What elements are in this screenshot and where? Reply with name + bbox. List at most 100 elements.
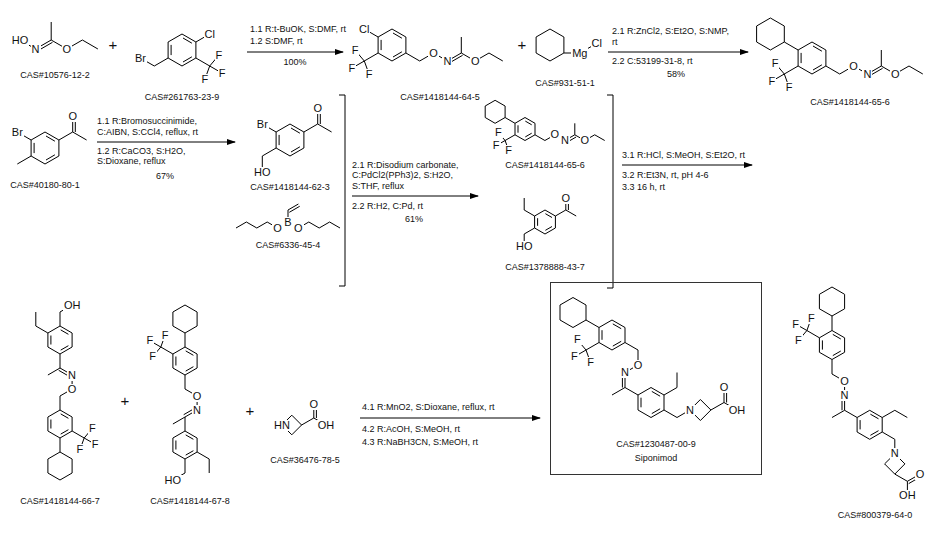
atom-label: OH <box>898 490 917 501</box>
bond-line <box>801 53 802 63</box>
bond-line <box>276 148 290 156</box>
bond-line <box>573 320 586 328</box>
bond-line <box>832 316 833 331</box>
atom-label: OH <box>317 420 336 431</box>
bond-line <box>832 360 833 375</box>
bond-line <box>262 148 276 156</box>
cas-number: CAS#6336-45-4 <box>256 240 321 250</box>
bond-line <box>48 347 60 354</box>
atom-label: OH <box>728 405 747 416</box>
bond-line <box>860 420 861 429</box>
reaction-condition: 1.2 R:CaCO3, S:H2O, S:Dioxane, reflux <box>97 146 232 167</box>
atom-label: Br <box>134 53 147 64</box>
bond-line <box>784 42 798 50</box>
bond-line <box>72 431 84 438</box>
bond-line <box>405 37 406 53</box>
bond-line <box>60 347 72 354</box>
bond-line <box>154 58 168 66</box>
bond-line <box>518 125 519 132</box>
bond-line <box>819 352 832 359</box>
bond-line <box>48 473 60 480</box>
atom-label: F <box>785 82 794 93</box>
bond-line <box>882 432 895 439</box>
bond-line <box>60 431 72 438</box>
bond-line <box>485 106 486 118</box>
bond-line <box>61 346 69 350</box>
bond-line <box>798 66 812 74</box>
bond-line <box>525 118 535 124</box>
bond-line <box>525 121 531 125</box>
bond-line <box>826 66 840 74</box>
atom-label: O <box>890 69 901 80</box>
bond-line <box>48 410 60 417</box>
bond-line <box>173 417 185 424</box>
atom-label: O <box>580 135 591 146</box>
bond-line <box>73 132 87 140</box>
bond-line <box>485 100 495 106</box>
bond-line <box>173 347 185 354</box>
atom-label: O <box>561 193 572 204</box>
yield-value: 61% <box>405 214 423 224</box>
bond-line <box>82 40 98 49</box>
reaction-condition: 3.3 16 h, rt <box>622 182 750 192</box>
bond-line <box>185 333 186 347</box>
bond-line <box>819 287 832 294</box>
atom-label: O <box>719 382 730 393</box>
bond-line <box>51 22 52 40</box>
bond-line <box>613 324 621 329</box>
bond-line <box>664 395 665 410</box>
atom-label: Br <box>256 119 269 130</box>
bond-line <box>34 143 35 153</box>
bond-line <box>72 459 73 473</box>
bond-line <box>171 45 172 55</box>
bond-line <box>784 26 785 42</box>
bond-line <box>652 409 660 414</box>
bond-line <box>161 347 173 354</box>
bond-line <box>870 432 883 439</box>
atom-label: O <box>293 223 304 234</box>
cas-number: CAS#1418144-66-7 <box>20 496 100 506</box>
bond-line <box>172 354 173 368</box>
reaction-arrow <box>622 165 752 166</box>
bond-line <box>318 124 332 132</box>
bond-line <box>625 328 626 343</box>
bond-line <box>31 132 45 140</box>
bond-line <box>545 210 555 216</box>
bond-line <box>302 418 314 425</box>
atom-label: F <box>807 313 816 324</box>
bond-line <box>48 368 60 375</box>
atom-label: O <box>312 103 323 114</box>
bond-line <box>505 106 506 118</box>
bond-line <box>47 333 48 347</box>
bond-line <box>586 343 599 351</box>
bond-line <box>524 210 534 216</box>
bond-line <box>185 326 197 333</box>
reaction-condition: 2.1 R:ZnCl2, S:Et2O, S:NMP, rt <box>612 26 730 47</box>
bond-line <box>209 459 210 473</box>
atom-label: O <box>272 223 283 234</box>
bond-line <box>378 53 392 61</box>
atom-label: Mg <box>571 48 588 59</box>
bond-line <box>35 312 36 326</box>
bond-line <box>857 410 870 417</box>
cas-number: CAS#1230487-00-9 <box>616 439 696 449</box>
bond-line <box>60 410 72 417</box>
bond-line <box>392 29 406 37</box>
bond-line <box>61 430 69 434</box>
bond-line <box>574 123 575 135</box>
bond-line <box>757 18 771 26</box>
bond-line <box>845 410 858 417</box>
bond-line <box>60 473 72 480</box>
bond-line <box>882 410 895 417</box>
bond-line <box>290 148 304 156</box>
reaction-condition: 1.2 S:DMF, rt <box>250 36 362 46</box>
bond-line <box>364 53 378 61</box>
bond-line <box>185 347 197 354</box>
bond-line <box>573 298 586 306</box>
bond-line <box>807 331 820 338</box>
bond-line <box>832 331 845 338</box>
bond-line <box>461 37 462 53</box>
bond-line <box>625 388 638 396</box>
bond-line <box>857 418 858 433</box>
